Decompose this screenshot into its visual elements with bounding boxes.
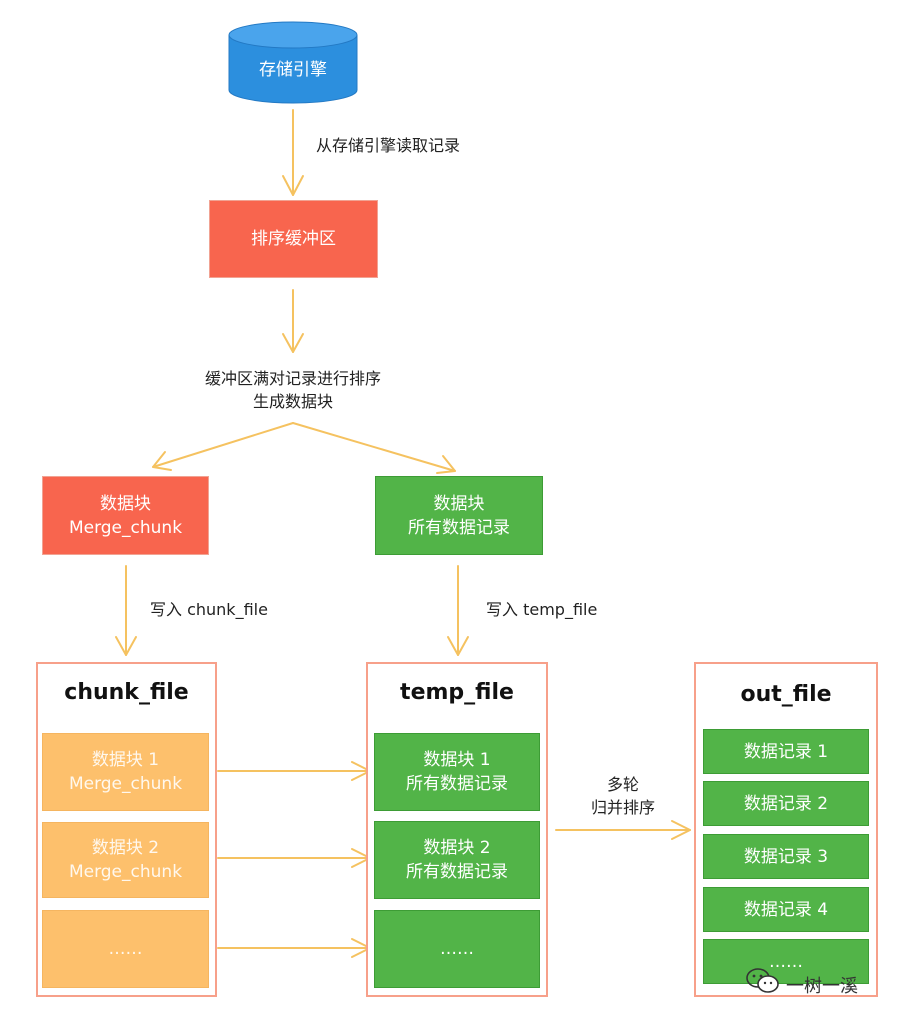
chunk-file-title: chunk_file xyxy=(64,680,189,705)
data-block-line1: 数据块 xyxy=(433,493,485,514)
chunk-file-item-2-line2: Merge_chunk xyxy=(68,862,183,882)
edge-label-read-records: 从存储引擎读取记录 xyxy=(316,136,461,155)
edge-label-sort-generate: 缓冲区满对记录进行排序 生成数据块 xyxy=(183,367,403,413)
out-file-item-4-label: 数据记录 4 xyxy=(743,899,829,920)
chunk-block-node: 数据块 Merge_chunk xyxy=(42,476,209,555)
data-block-node: 数据块 所有数据记录 xyxy=(375,476,543,555)
out-file-title: out_file xyxy=(740,682,832,707)
chunk-file-item-1-line1: 数据块 1 xyxy=(91,750,160,770)
edge-label-sort-line2: 生成数据块 xyxy=(252,392,333,411)
edge-label-merge-line2: 归并排序 xyxy=(590,798,655,817)
chunk-file-item-2: 数据块 2 Merge_chunk xyxy=(42,822,209,898)
temp-file-title: temp_file xyxy=(400,680,514,705)
arrow-chunk-row3-to-temp-row3 xyxy=(217,938,371,958)
sort-buffer-node: 排序缓冲区 xyxy=(209,200,378,278)
storage-engine-cylinder xyxy=(228,21,358,104)
data-block-line2: 所有数据记录 xyxy=(408,517,510,538)
arrow-chunk-block-to-chunk-file xyxy=(115,565,137,656)
out-file-item-2: 数据记录 2 xyxy=(703,781,869,826)
temp-file-item-3-line1: …… xyxy=(440,939,474,959)
chunk-file-item-1-line2: Merge_chunk xyxy=(68,774,183,794)
arrow-chunk-row2-to-temp-row2 xyxy=(217,848,371,868)
edge-label-write-chunk: 写入 chunk_file xyxy=(150,600,268,619)
arrow-chunk-row1-to-temp-row1 xyxy=(217,761,371,781)
chunk-file-item-3: …… xyxy=(42,910,209,988)
out-file-item-1: 数据记录 1 xyxy=(703,729,869,774)
out-file-item-2-label: 数据记录 2 xyxy=(743,793,829,814)
arrow-split-to-data-block xyxy=(292,422,456,474)
edge-label-write-temp: 写入 temp_file xyxy=(486,600,598,619)
edge-label-merge-line1: 多轮 xyxy=(606,775,639,794)
temp-file-item-1: 数据块 1 所有数据记录 xyxy=(374,733,540,811)
wechat-icon xyxy=(746,968,779,993)
edge-label-merge: 多轮 归并排序 xyxy=(578,773,668,819)
chunk-block-line1: 数据块 xyxy=(100,493,151,514)
out-file-item-1-label: 数据记录 1 xyxy=(743,741,829,762)
storage-engine-label: 存储引擎 xyxy=(259,60,327,80)
chunk-file-item-1: 数据块 1 Merge_chunk xyxy=(42,733,209,811)
arrow-split-to-chunk-block xyxy=(152,422,294,471)
temp-file-item-1-line2: 所有数据记录 xyxy=(406,774,508,794)
out-file-item-5: …… xyxy=(703,939,869,984)
temp-file-item-1-line1: 数据块 1 xyxy=(423,750,491,770)
out-file-item-5-label: …… xyxy=(769,952,803,972)
temp-file-item-2-line1: 数据块 2 xyxy=(423,838,491,858)
temp-file-item-2: 数据块 2 所有数据记录 xyxy=(374,821,540,899)
chunk-block-line2: Merge_chunk xyxy=(68,517,183,538)
sort-buffer-label: 排序缓冲区 xyxy=(251,229,336,249)
edge-label-sort-line1: 缓冲区满对记录进行排序 xyxy=(204,369,381,388)
arrow-buffer-to-split xyxy=(282,289,304,353)
chunk-file-item-2-line1: 数据块 2 xyxy=(91,838,160,858)
arrow-data-block-to-temp-file xyxy=(447,565,469,656)
chunk-file-item-3-line1: …… xyxy=(108,939,143,959)
arrow-storage-to-buffer xyxy=(282,109,304,196)
temp-file-item-2-line2: 所有数据记录 xyxy=(406,862,508,882)
out-file-item-3: 数据记录 3 xyxy=(703,834,869,879)
out-file-item-4: 数据记录 4 xyxy=(703,887,869,932)
temp-file-item-3: …… xyxy=(374,910,540,988)
out-file-item-3-label: 数据记录 3 xyxy=(743,846,829,867)
watermark-text: 一树一溪 xyxy=(786,976,858,997)
arrow-temp-to-out xyxy=(555,820,691,840)
